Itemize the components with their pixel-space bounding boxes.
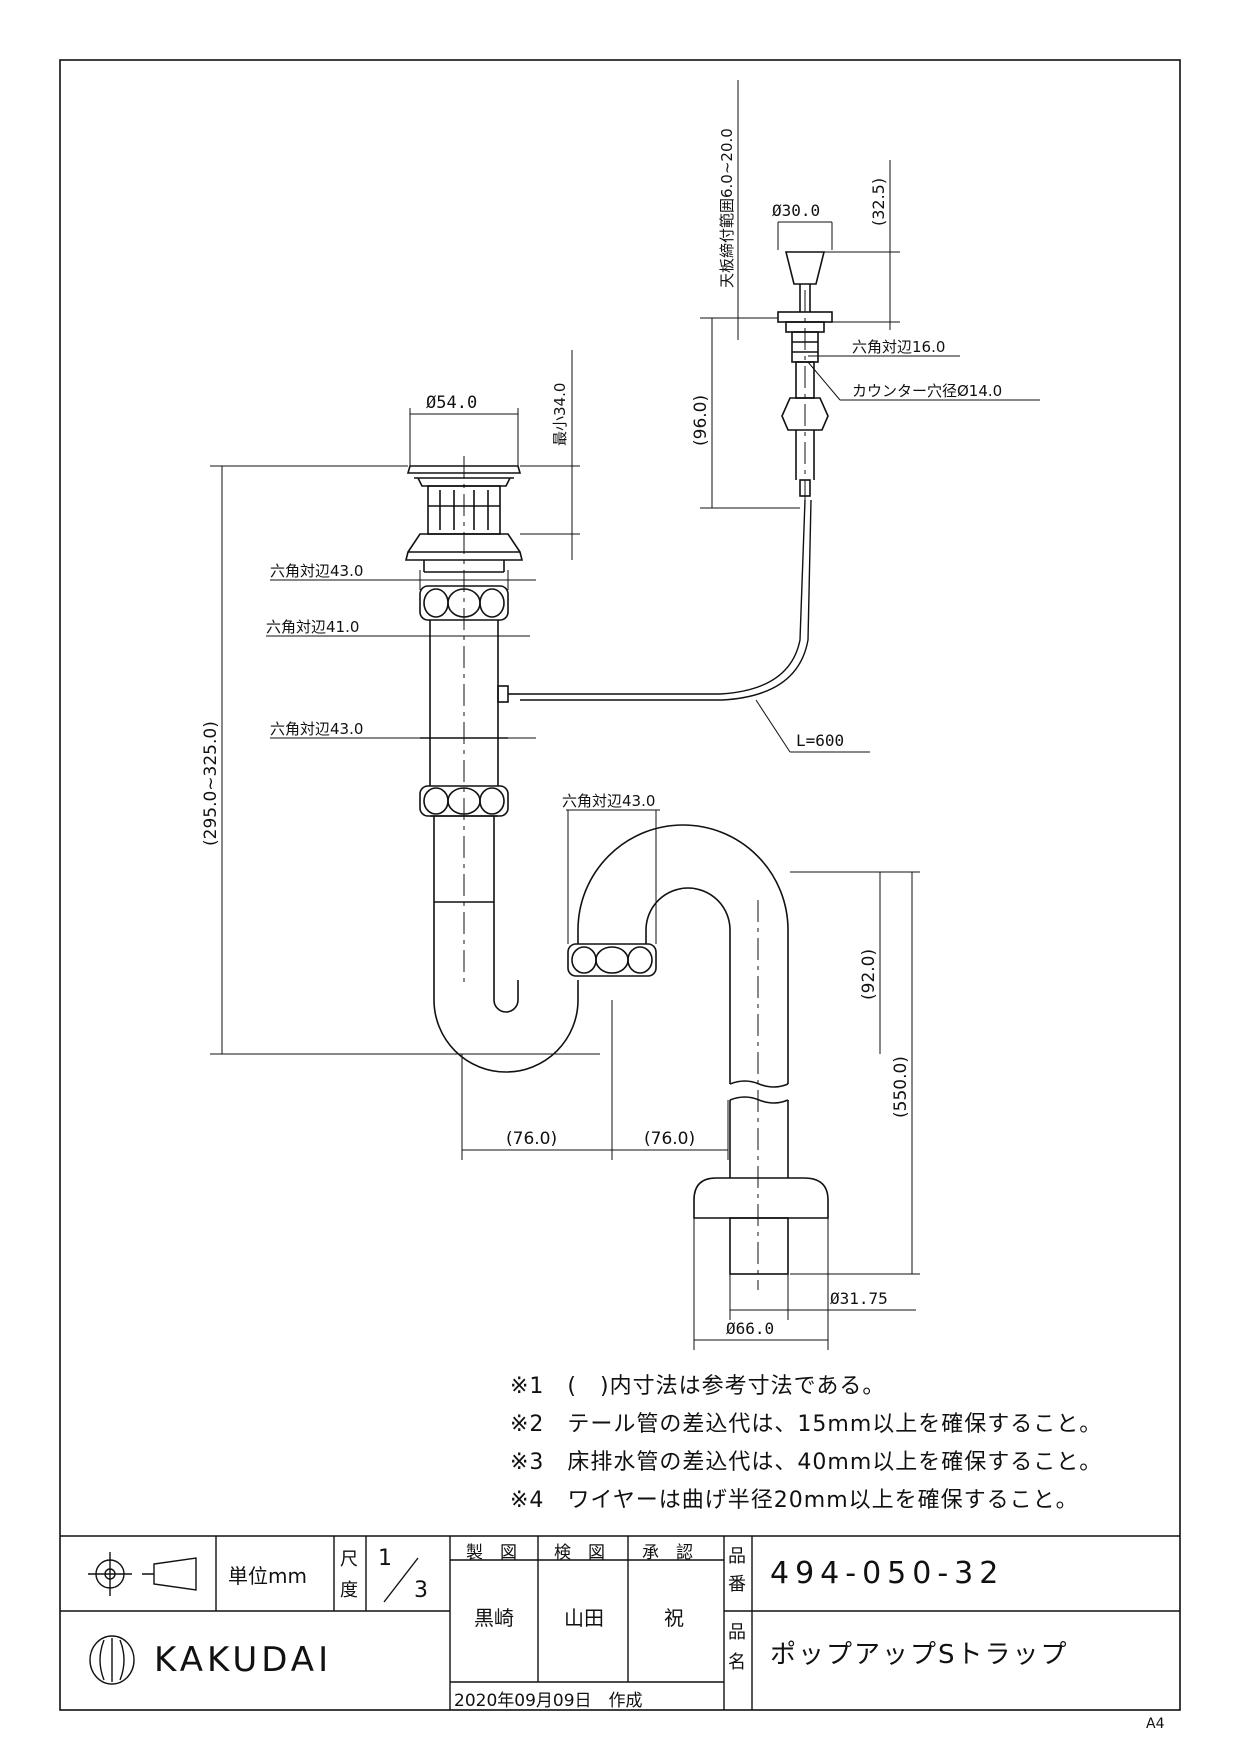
part-no-label-2: 番 (728, 1574, 746, 1595)
note-4: ※4 ワイヤーは曲げ半径20mm以上を確保すること。 (510, 1488, 1079, 1513)
part-name-label-2: 名 (728, 1652, 746, 1673)
dimension-lines (210, 80, 1040, 1350)
knob-height-label: (32.5) (869, 178, 888, 226)
checked-by: 山田 (564, 1606, 604, 1630)
projection-symbol-icon (88, 1552, 197, 1596)
drawn-by: 黒崎 (474, 1606, 514, 1630)
part-name: ポップアップSトラップ (770, 1640, 1069, 1670)
pipe-dia-label: Ø31.75 (830, 1289, 888, 1308)
center-lines (463, 290, 806, 1290)
offset-right-label: (76.0) (644, 1129, 695, 1149)
part-number: 494-050-32 (770, 1556, 1005, 1591)
scale-numerator: 1 (378, 1546, 392, 1571)
drain-assembly (404, 465, 829, 1275)
part-name-label-1: 品 (728, 1622, 746, 1643)
knob-dia-label: Ø30.0 (772, 201, 820, 220)
wire-length-label: L=600 (796, 731, 844, 750)
overall-height-label: (295.0~325.0) (201, 721, 221, 846)
company-logo-icon (89, 1635, 135, 1685)
hex-trap-label: 六角対辺43.0 (562, 792, 655, 810)
trap-drop-label: (92.0) (859, 949, 879, 1000)
note-2: ※2 テール管の差込代は、15mm以上を確保すること。 (510, 1412, 1103, 1437)
company-name: KAKUDAI (154, 1640, 333, 1680)
approved-by: 祝 (664, 1606, 684, 1630)
drawn-header: 製 図 (466, 1543, 517, 1563)
cap-dia-label: Ø66.0 (726, 1319, 774, 1338)
hex-rod-label: 六角対辺16.0 (852, 338, 945, 356)
unit-label: 単位mm (228, 1564, 307, 1588)
approved-header: 承 認 (642, 1543, 693, 1563)
flange-dia-label: Ø54.0 (426, 393, 477, 413)
paper-size: A4 (1146, 1716, 1165, 1732)
hex-mid-label: 六角対辺41.0 (266, 618, 359, 636)
wire-cable (520, 499, 812, 701)
hex-top-label: 六角対辺43.0 (270, 562, 363, 580)
note-1: ※1 ( )内寸法は参考寸法である。 (510, 1374, 886, 1399)
part-no-label-1: 品 (728, 1546, 746, 1567)
hex-low-label: 六角対辺43.0 (270, 720, 363, 738)
scale-denominator: 3 (414, 1578, 428, 1603)
drawing-border (59, 59, 1181, 1711)
title-block-grid (60, 1535, 1180, 1710)
date-created: 2020年09月09日 作成 (454, 1691, 643, 1711)
counter-hole-label: カウンター穴径Ø14.0 (852, 382, 1002, 400)
rod-height-label: (96.0) (691, 395, 711, 446)
knob-assembly (777, 251, 833, 497)
scale-label-1: 尺 (340, 1549, 358, 1570)
note-3: ※3 床排水管の差込代は、40mm以上を確保すること。 (510, 1450, 1103, 1475)
offset-left-label: (76.0) (506, 1129, 557, 1149)
scale-label-2: 度 (340, 1580, 358, 1601)
checked-header: 検 図 (554, 1543, 605, 1563)
counter-range-label: 天板締付範囲6.0~20.0 (718, 128, 736, 288)
drain-length-label: (550.0) (891, 1056, 911, 1118)
min-thread-label: 最小34.0 (551, 383, 569, 446)
